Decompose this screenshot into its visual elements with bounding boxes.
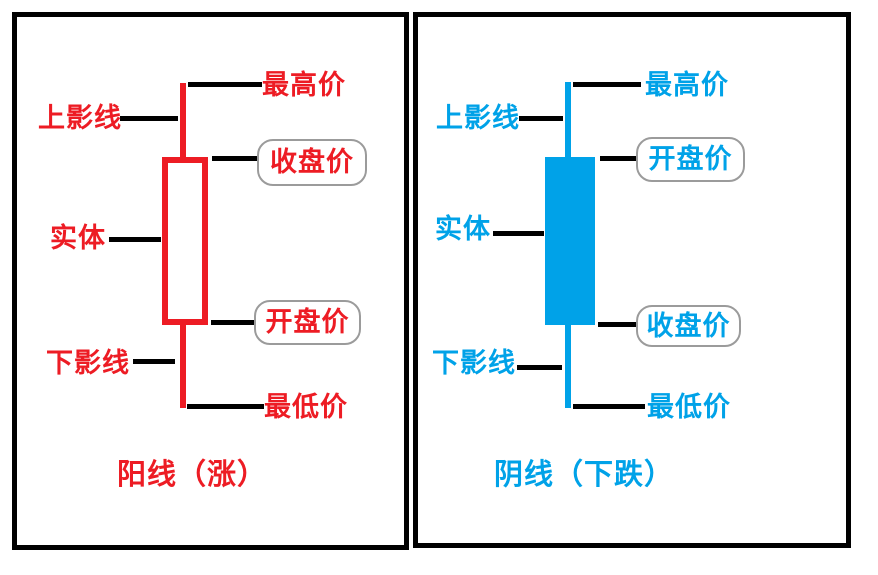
- label-lower-shadow: 下影线: [46, 348, 130, 378]
- bullish-candle-body: [162, 157, 208, 325]
- label-open-price: 开盘价: [265, 307, 350, 338]
- label-lowest-price: 最低价: [647, 392, 731, 422]
- bullish-lower-wick: [180, 323, 186, 408]
- bearish-lower-wick: [565, 323, 571, 408]
- connector-highest-line: [188, 82, 262, 87]
- label-highest-price: 最高价: [645, 70, 729, 100]
- connector-open-line: [600, 156, 644, 161]
- label-highest-price: 最高价: [262, 70, 346, 100]
- connector-body-line: [493, 231, 544, 236]
- connector-highest-line: [573, 82, 641, 87]
- connector-body-line: [109, 237, 161, 242]
- bullish-upper-wick: [180, 83, 186, 159]
- connector-upper-shadow-line: [120, 116, 178, 121]
- label-lowest-price: 最低价: [264, 392, 348, 422]
- label-upper-shadow: 上影线: [38, 103, 122, 133]
- connector-close-line: [598, 322, 642, 327]
- connector-lowest-line: [187, 404, 264, 409]
- label-close-price: 收盘价: [270, 147, 354, 178]
- connector-close-line: [212, 156, 258, 161]
- label-real-body: 实体: [50, 223, 106, 253]
- bullish-panel: [12, 12, 409, 550]
- label-open-price: 开盘价: [648, 144, 733, 175]
- boxed-label-close-price: 收盘价: [257, 139, 367, 186]
- boxed-label-open-price: 开盘价: [254, 300, 361, 345]
- bearish-candle-body: [545, 157, 595, 325]
- label-real-body: 实体: [435, 214, 491, 244]
- caption-bearish: 阴线（下跌）: [494, 459, 675, 491]
- connector-lowest-line: [573, 404, 645, 409]
- connector-lower-shadow-line: [517, 365, 562, 370]
- boxed-label-close-price: 收盘价: [636, 305, 741, 347]
- connector-upper-shadow-line: [519, 116, 563, 121]
- bearish-upper-wick: [565, 82, 571, 158]
- connector-lower-shadow-line: [133, 359, 175, 364]
- caption-bullish: 阳线（涨）: [117, 459, 268, 491]
- label-upper-shadow: 上影线: [436, 103, 520, 133]
- label-close-price: 收盘价: [646, 310, 731, 341]
- label-lower-shadow: 下影线: [432, 348, 516, 378]
- connector-open-line: [211, 320, 255, 325]
- bearish-panel: [413, 12, 851, 548]
- boxed-label-open-price: 开盘价: [636, 137, 745, 182]
